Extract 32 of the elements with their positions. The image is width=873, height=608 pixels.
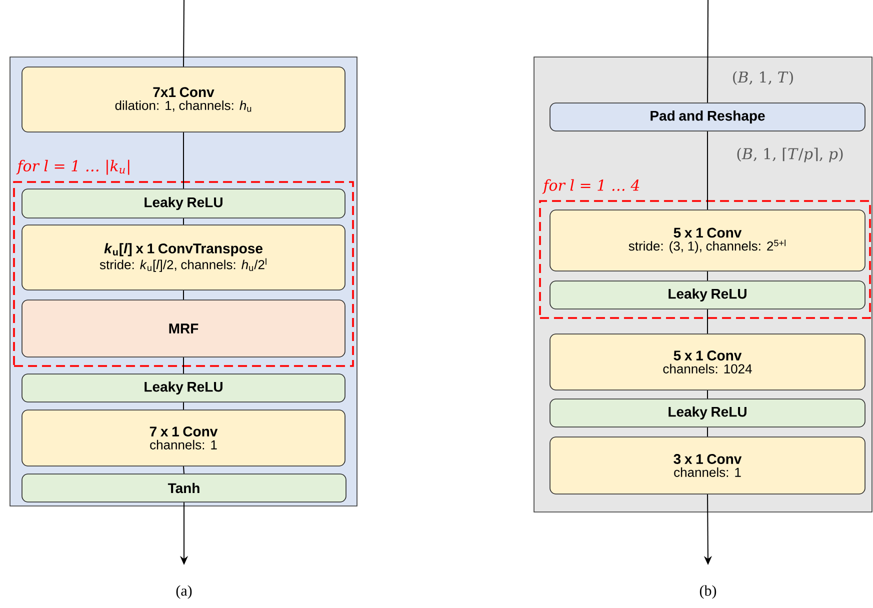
subfigure-caption: (a) xyxy=(176,585,192,599)
connector-line xyxy=(183,0,184,68)
connector-line xyxy=(707,130,708,210)
layer-box: MRF xyxy=(22,300,346,358)
activation-box: Leaky ReLU xyxy=(22,374,346,402)
connector-line xyxy=(707,390,708,400)
layer-box: k$_{u}$[l] x 1 ConvTranspose stride: k$_{u}$[l]/2, channels: h$_{u}$/2$^{l}$ xyxy=(22,224,346,290)
layer-box: 3 x 1 Conv channels: 1 xyxy=(550,436,866,494)
connector-line xyxy=(183,402,184,410)
subfigure-caption: (b) xyxy=(700,585,716,599)
connector-line xyxy=(707,270,708,282)
connector-line xyxy=(707,0,708,104)
shape-label: (B, 1, ⌈T/p⌉, p) xyxy=(737,148,843,162)
connector-line xyxy=(183,466,184,474)
layer-box: 5 x 1 Conv channels: 1024 xyxy=(550,334,866,390)
activation-box: Leaky ReLU xyxy=(550,398,866,428)
shape-label: (B, 1, T) xyxy=(733,71,793,85)
activation-box: Leaky ReLU xyxy=(22,188,346,218)
layer-box: 7 x 1 Conv channels: 1 xyxy=(22,410,346,466)
layer-box: 7x1 Conv dilation: 1, channels: h$_{u}$ xyxy=(22,66,346,132)
connector-line xyxy=(707,426,708,438)
layer-box: Pad and Reshape xyxy=(550,102,866,132)
layer-box: 5 x 1 Conv stride: (3, 1), channels: 2$^{5+l}$ xyxy=(550,210,866,272)
activation-box: Leaky ReLU xyxy=(550,280,866,310)
connector-line xyxy=(707,308,708,334)
connector-line xyxy=(183,218,184,226)
loop-heading: for l = 1 … 4 xyxy=(542,179,640,194)
connector-line xyxy=(183,356,184,374)
connector-line xyxy=(183,132,184,190)
connector-line xyxy=(183,290,184,300)
loop-heading: for l = 1 … |k$_{u}$| xyxy=(16,160,130,175)
activation-box: Tanh xyxy=(22,474,346,502)
